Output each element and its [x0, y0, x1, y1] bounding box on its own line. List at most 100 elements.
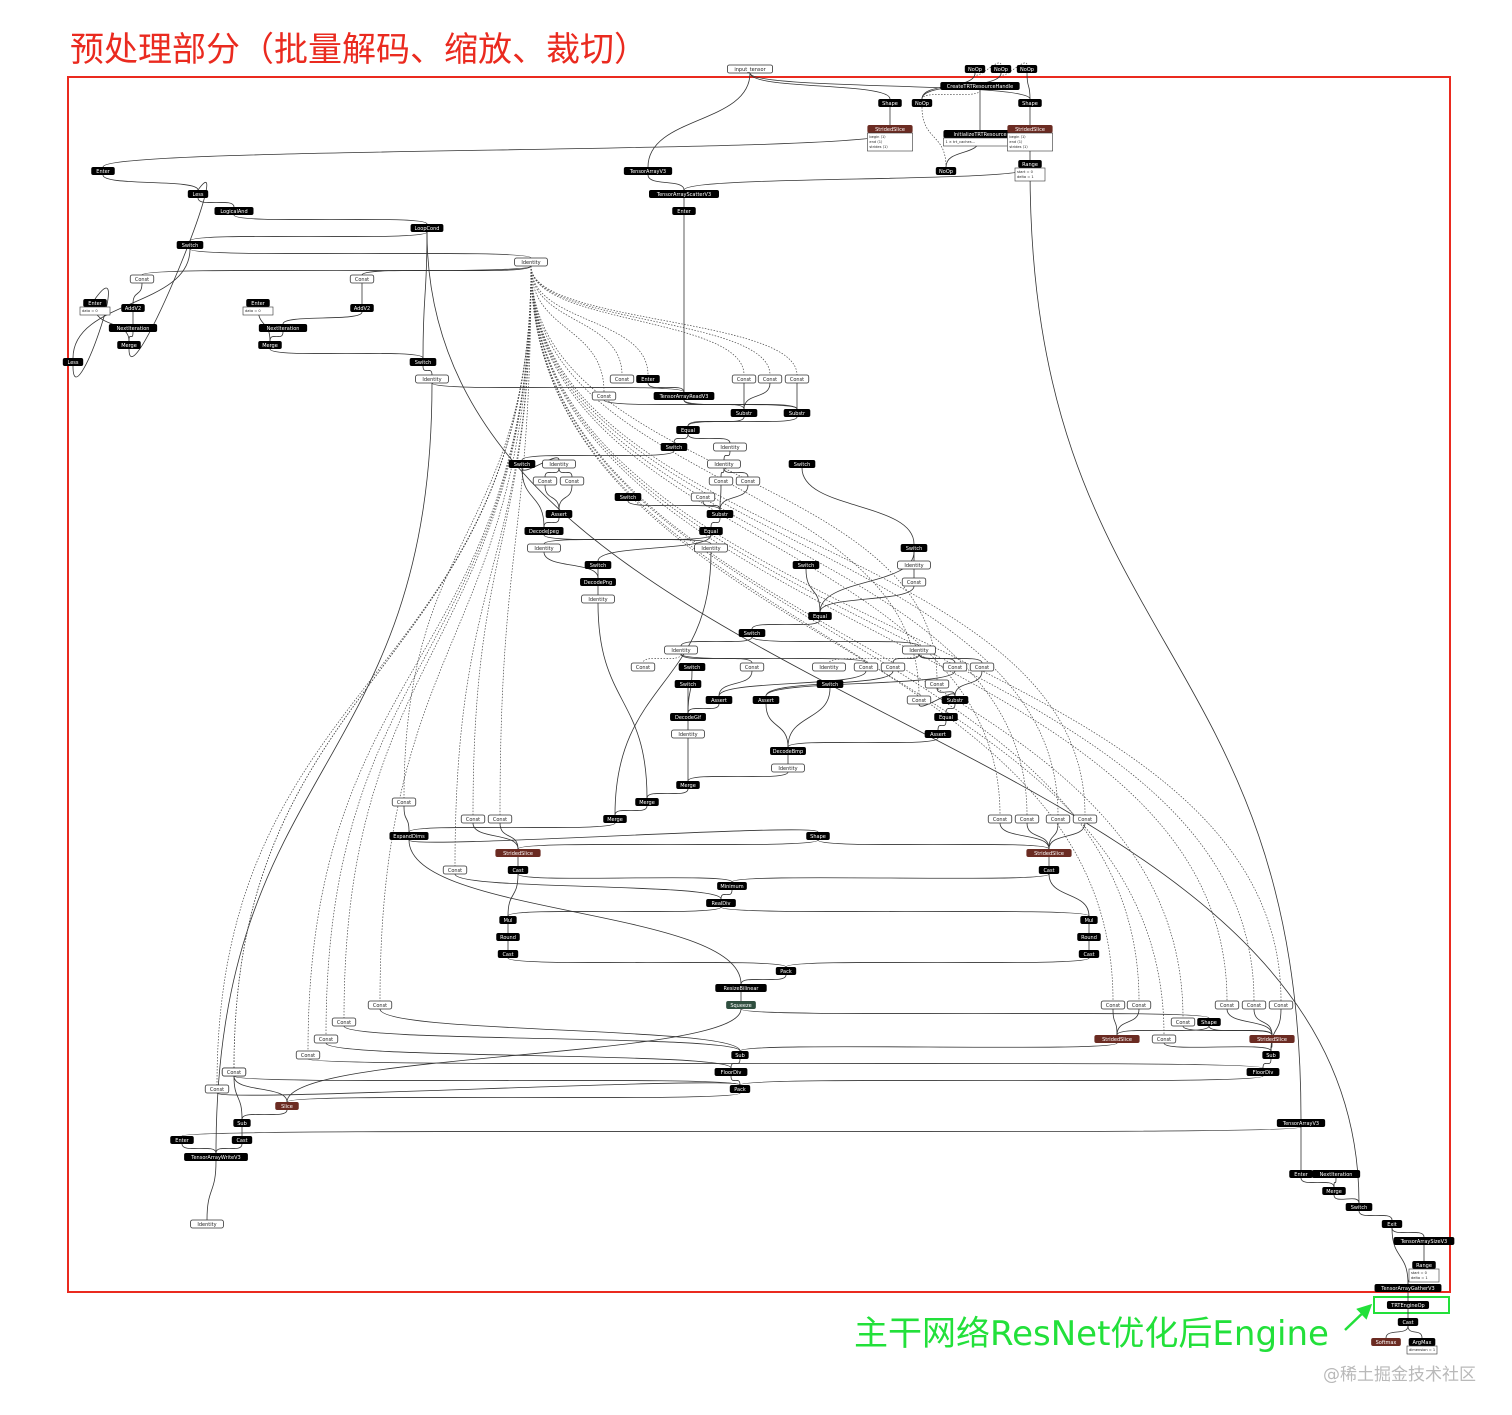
graph-node[interactable]: Const	[609, 374, 635, 384]
graph-node[interactable]: Switch	[508, 460, 536, 468]
graph-node[interactable]: Identity	[771, 763, 805, 773]
graph-node[interactable]: StridedSlice	[1249, 1035, 1295, 1043]
graph-node[interactable]: Const	[331, 1017, 357, 1027]
graph-node[interactable]: Cast	[1078, 950, 1100, 958]
graph-node[interactable]: Const	[1241, 1000, 1267, 1010]
graph-node[interactable]: Const	[630, 662, 656, 672]
graph-node[interactable]: Const	[906, 695, 932, 705]
graph-node[interactable]: TRTEngineOp	[1386, 1301, 1430, 1309]
graph-node[interactable]: FloorDiv	[1246, 1068, 1280, 1076]
graph-node[interactable]: Const	[880, 662, 906, 672]
graph-node[interactable]: Const	[1045, 814, 1071, 824]
graph-node[interactable]: Switch	[900, 544, 928, 552]
graph-node[interactable]: Shape	[1197, 1018, 1221, 1026]
graph-node[interactable]: AddV2	[350, 304, 374, 312]
graph-node[interactable]: Identity	[671, 729, 705, 739]
graph-node[interactable]: Less	[187, 190, 209, 198]
graph-node[interactable]: Identity	[581, 594, 615, 604]
graph-node[interactable]: Switch	[176, 241, 204, 249]
graph-node[interactable]: Round	[1077, 933, 1101, 941]
graph-node[interactable]: Const	[942, 662, 968, 672]
graph-node[interactable]: Identity	[415, 374, 449, 384]
graph-node[interactable]: Round	[496, 933, 520, 941]
graph-node[interactable]: Identity	[694, 543, 728, 553]
graph-node[interactable]: Const	[1151, 1034, 1177, 1044]
graph-node[interactable]: NoOp	[1016, 65, 1038, 73]
graph-node[interactable]: DecodeJpeg	[524, 527, 564, 535]
graph-node[interactable]: Const	[739, 662, 765, 672]
graph-node[interactable]: Const	[559, 476, 585, 486]
graph-node[interactable]: DecodeGif	[670, 713, 706, 721]
graph-node[interactable]: Const	[1170, 1017, 1196, 1027]
graph-node[interactable]: Switch	[409, 358, 437, 366]
graph-node[interactable]: NextIteration	[108, 324, 158, 332]
graph-node[interactable]: Identity	[902, 645, 936, 655]
graph-node[interactable]: Const	[735, 476, 761, 486]
graph-node[interactable]: Cast	[1038, 866, 1060, 874]
graph-node[interactable]: NoOp	[911, 99, 933, 107]
graph-node[interactable]: Const	[969, 662, 995, 672]
graph-node[interactable]: Exit	[1381, 1220, 1403, 1228]
graph-node[interactable]: Merge	[603, 815, 627, 823]
graph-node[interactable]: TensorArraySizeV3	[1393, 1237, 1455, 1245]
graph-node[interactable]: Sub	[731, 1051, 749, 1059]
graph-node[interactable]: NoOp	[990, 65, 1012, 73]
graph-node[interactable]: Switch	[584, 561, 612, 569]
graph-node[interactable]: Minimum	[717, 882, 747, 890]
graph-node[interactable]: NextIteration	[258, 324, 308, 332]
graph-node[interactable]: Switch	[788, 460, 816, 468]
graph-node[interactable]: Pack	[729, 1085, 751, 1093]
graph-node[interactable]: Const	[784, 374, 810, 384]
graph-node[interactable]: StridedSlice	[1094, 1035, 1140, 1043]
graph-node[interactable]: Pack	[775, 967, 797, 975]
graph-node[interactable]: Merge	[1322, 1187, 1346, 1195]
graph-node[interactable]: Identity	[713, 442, 747, 452]
graph-node[interactable]: Const	[1268, 1000, 1294, 1010]
graph-node[interactable]: DecodeBmp	[770, 747, 806, 755]
graph-node[interactable]: NoOp	[935, 167, 957, 175]
graph-node[interactable]: Switch	[792, 561, 820, 569]
graph-node[interactable]: RealDiv	[706, 899, 736, 907]
graph-node[interactable]: TensorArrayV3	[1276, 1119, 1326, 1127]
graph-node[interactable]: Assert	[924, 730, 952, 738]
graph-node[interactable]: Substr	[730, 409, 758, 417]
graph-node[interactable]: Identity	[542, 459, 576, 469]
graph-node[interactable]: Cast	[507, 866, 529, 874]
graph-node[interactable]: Merge	[635, 798, 659, 806]
graph-node[interactable]: Cast	[231, 1136, 253, 1144]
graph-node[interactable]: NextIteration	[1311, 1170, 1361, 1178]
graph-node[interactable]: Const	[901, 577, 927, 587]
graph-node[interactable]: Enter	[636, 375, 660, 383]
graph-node[interactable]: Const	[532, 476, 558, 486]
graph-node[interactable]: Const	[204, 1084, 230, 1094]
graph-node[interactable]: Const	[1214, 1000, 1240, 1010]
graph-node[interactable]: Enter	[91, 167, 115, 175]
graph-node[interactable]: input_tensor	[727, 64, 774, 74]
graph-node[interactable]: ResizeBilinear	[715, 984, 767, 992]
graph-node[interactable]: Sub	[1262, 1051, 1280, 1059]
graph-node[interactable]: Const	[924, 679, 950, 689]
graph-node[interactable]: Const	[987, 814, 1013, 824]
graph-node[interactable]: Const	[391, 797, 417, 807]
graph-node[interactable]: Identity	[514, 257, 548, 267]
graph-node[interactable]: Substr	[706, 510, 734, 518]
graph-node[interactable]: Squeeze	[726, 1001, 756, 1009]
graph-node[interactable]: AddV2	[121, 304, 145, 312]
graph-node[interactable]: Softmax	[1371, 1338, 1401, 1346]
graph-node[interactable]: Const	[708, 476, 734, 486]
graph-node[interactable]: TensorArrayV3	[623, 167, 673, 175]
graph-node[interactable]: Merge	[117, 341, 141, 349]
graph-node[interactable]: Const	[1014, 814, 1040, 824]
graph-node[interactable]: Substr	[941, 696, 969, 704]
graph-node[interactable]: Const	[591, 391, 617, 401]
graph-node[interactable]: Assert	[752, 696, 780, 704]
graph-node[interactable]: Switch	[614, 493, 642, 501]
graph-node[interactable]: Switch	[738, 629, 766, 637]
graph-node[interactable]: Const	[442, 865, 468, 875]
